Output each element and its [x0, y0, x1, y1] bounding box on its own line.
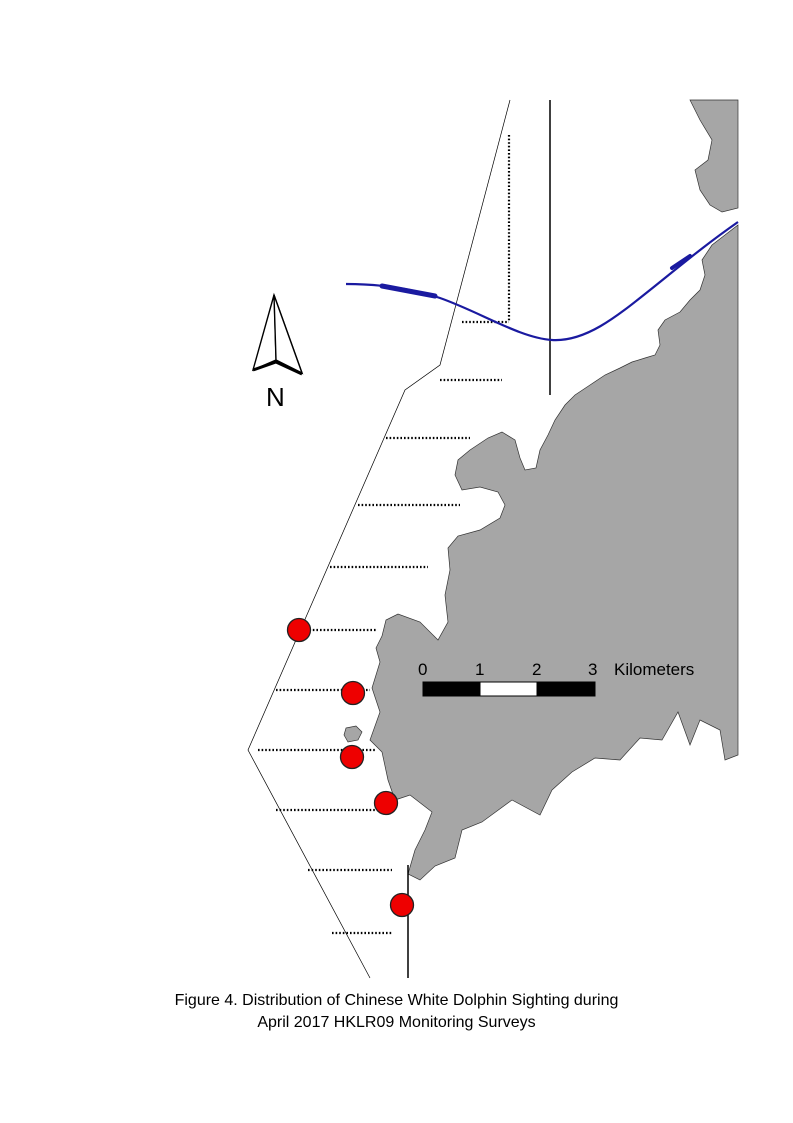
scale-tick-label: 0 — [418, 660, 427, 679]
survey-area-boundary — [247, 99, 511, 979]
scale-unit-label: Kilometers — [614, 660, 694, 679]
sighting-marker — [286, 617, 312, 643]
sighting-marker — [389, 892, 415, 918]
scale-segment — [536, 681, 596, 697]
land-lantau — [369, 224, 739, 881]
scale-segment — [422, 681, 481, 697]
bridge-route-segment — [379, 283, 438, 299]
dolphin-sightings — [286, 617, 415, 918]
scale-bar: 0 1 2 3 Kilometers — [418, 660, 694, 697]
scale-tick-label: 1 — [475, 660, 484, 679]
map: N 0 1 2 3 Kilometers — [247, 99, 739, 979]
sighting-marker — [339, 744, 365, 770]
scale-tick-label: 2 — [532, 660, 541, 679]
sighting-marker — [373, 790, 399, 816]
scale-segment — [479, 681, 538, 697]
figure-caption-line2: April 2017 HKLR09 Monitoring Surveys — [257, 1014, 536, 1031]
land-island-northeast — [689, 99, 739, 213]
bridge-route-segment — [670, 254, 692, 270]
north-arrow-icon — [251, 292, 304, 376]
survey-transects — [258, 135, 511, 935]
scale-tick-label: 3 — [588, 660, 597, 679]
land-small-island — [343, 725, 363, 743]
figure-caption-line1: Figure 4. Distribution of Chinese White … — [174, 992, 619, 1009]
north-label: N — [266, 382, 285, 412]
sighting-marker — [340, 680, 366, 706]
